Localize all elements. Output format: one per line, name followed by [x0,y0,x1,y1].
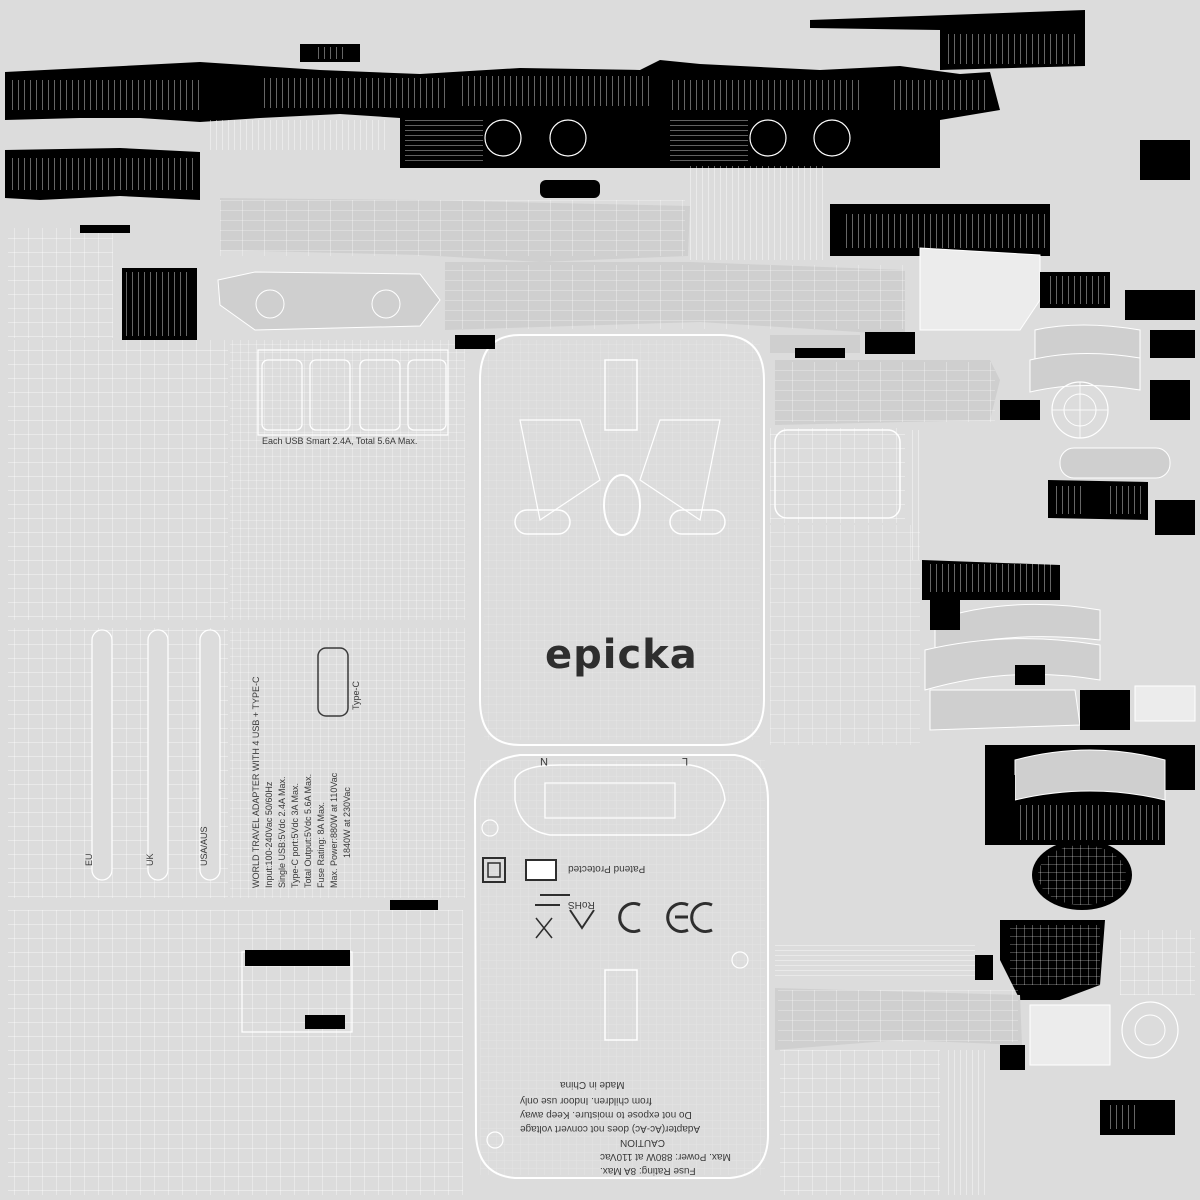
spec-line: WORLD TRAVEL ADAPTER WITH 4 USB + TYPE-C [251,676,261,888]
spec-line: Max. Power:880W at 110Vac [329,772,339,888]
adapter-back-face [473,754,769,1179]
caution-line: Adapter(Ac-Ac) does not convert voltage [520,1123,701,1134]
caution-line: Fuse Rating: 8A Max. [600,1165,696,1176]
caution-line: from children. Indoor use only [520,1095,652,1106]
caution-block: Made in China from children. Indoor use … [500,1075,740,1193]
bottom-right-strips [775,945,1022,1195]
brand-logo: Epicka [545,632,698,678]
adapter-front-face [479,334,765,746]
scattered-chips [80,140,1190,1070]
patent-label: Patend Protected [568,863,646,874]
ce-mark: CE [662,900,663,901]
region-uk-label: UK [145,853,155,866]
right-mesh-panels [770,247,1196,1135]
spec-line: Input:100-240Vac 50/60Hz [264,781,274,888]
pin-n-label: N [540,755,548,767]
spec-line: 1840W at 230Vac [342,787,352,858]
upper-mesh-strips [217,166,1050,335]
top-shell-strip [5,10,1085,200]
caution-line: CAUTION [620,1137,665,1148]
caution-line: Do not expose to moisture. Keep away [520,1109,692,1120]
spec-line: Fuse Rating: 8A Max. [316,801,326,888]
region-eu-label: EU [84,853,94,866]
spec-line: Type-C port:5Vdc 3A Max. [290,782,300,888]
region-usa-aus-label: USA/AUS [199,826,209,866]
type-c-label: Type-C [351,680,361,710]
rohs-label: RoHS [568,899,595,910]
caution-line: Made in China [560,1079,625,1090]
caution-line: Max. Power: 880W at 110Vac [600,1151,731,1162]
spec-line: Single USB:5Vdc 2.4A Max. [277,776,287,888]
spec-line: Total Output:5Vdc 5.6A Max. [303,773,313,888]
usb-rating-label: Each USB Smart 2.4A, Total 5.6A Max. [262,436,418,446]
pin-l-label: L [682,755,689,767]
left-grid-panels [8,228,465,1195]
